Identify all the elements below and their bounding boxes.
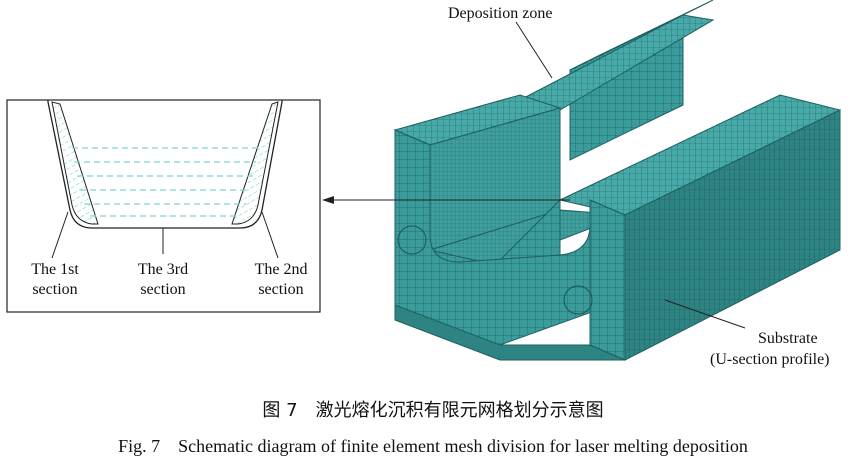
sec3-label-line1: The 3rd xyxy=(138,261,188,278)
substrate-leader xyxy=(664,299,746,329)
caption-chinese: 图 7 激光熔化沉积有限元网格划分示意图 xyxy=(262,400,604,421)
substrate-label-line2: (U-section profile) xyxy=(710,351,830,368)
pointer-arrow xyxy=(322,196,570,204)
deposition-zone-label: Deposition zone xyxy=(448,5,552,22)
sec1-label-line2: section xyxy=(32,281,77,298)
sec1-label-line1: The 1st xyxy=(31,261,79,278)
cross-section-inset: The 1st section The 3rd section The 2nd … xyxy=(6,99,321,313)
sec3-label-line2: section xyxy=(140,281,185,298)
substrate-label-line1: Substrate xyxy=(758,330,818,347)
caption-english: Fig. 7 Schematic diagram of finite eleme… xyxy=(118,436,748,456)
layer-lines xyxy=(72,147,258,217)
mesh-diagram: Deposition zone Substrate (U-section pro… xyxy=(6,0,842,368)
deposition-leader xyxy=(515,21,553,79)
mesh-block xyxy=(393,0,842,361)
sec2-label-line1: The 2nd xyxy=(255,261,308,278)
sec2-label-line2: section xyxy=(258,281,303,298)
